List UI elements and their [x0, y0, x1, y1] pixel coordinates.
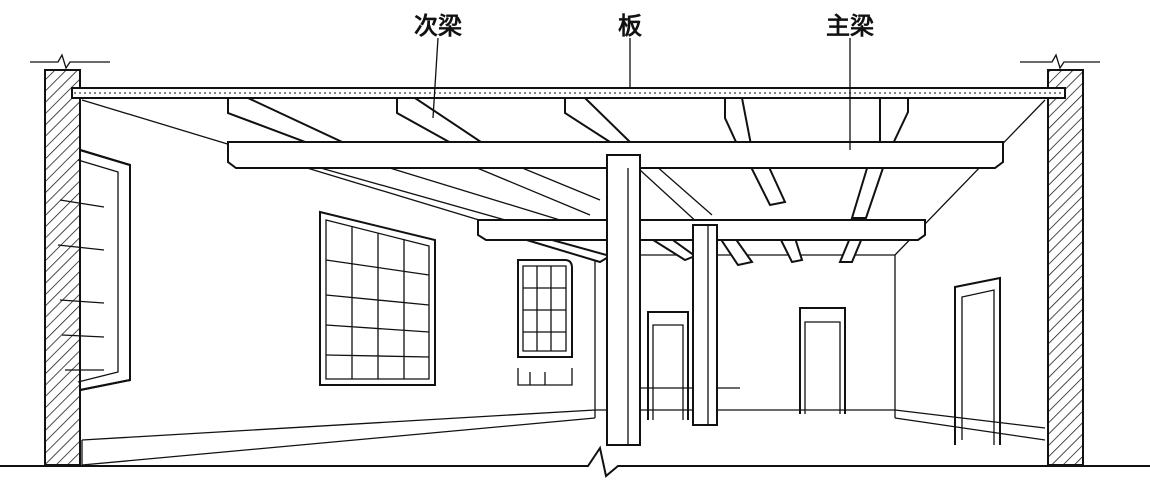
main-beam-label: 主梁: [826, 12, 874, 40]
large-window: [319, 210, 436, 386]
slab: [71, 87, 1066, 99]
right-wall: [1020, 53, 1100, 466]
secondary-beam-leader: [432, 37, 439, 119]
slab-label: 板: [618, 12, 642, 40]
secondary-beam-label: 次梁: [414, 12, 462, 40]
ground-line: [0, 445, 1150, 478]
small-window: [517, 259, 573, 386]
doors: [640, 276, 1001, 445]
columns: [606, 154, 718, 446]
left-wall: [30, 53, 131, 466]
